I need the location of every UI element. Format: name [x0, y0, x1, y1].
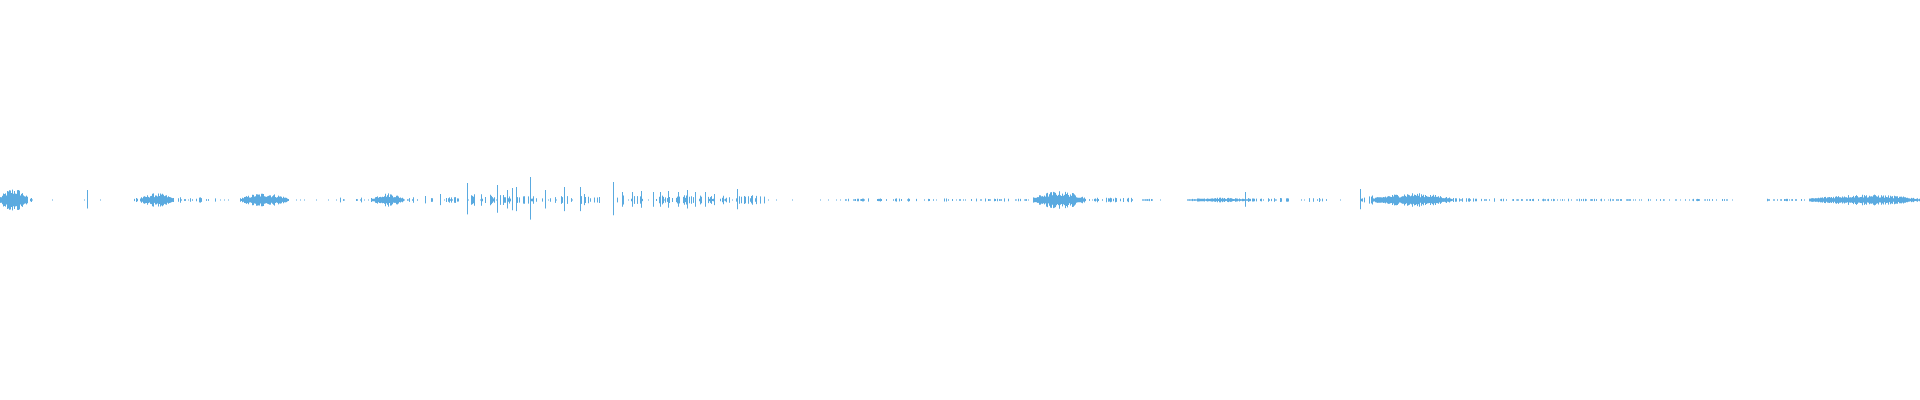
waveform-segment: [1142, 198, 1153, 202]
waveform-segment: [1089, 197, 1133, 203]
waveform-segment: [1033, 191, 1086, 209]
waveform-segment: [240, 193, 289, 207]
waveform-segment: [140, 193, 174, 207]
waveform-segment: [30, 198, 32, 202]
waveform-segment: [1809, 194, 1920, 206]
waveform-segment: [845, 198, 1027, 202]
waveform-segment: [372, 193, 404, 207]
waveform-segment: [0, 189, 28, 211]
waveform-samples: [0, 177, 1920, 220]
waveform-segment: [1373, 193, 1453, 207]
waveform-segment: [1453, 198, 1495, 202]
waveform-segment: [1248, 198, 1327, 202]
waveform-segment: [1500, 198, 1728, 202]
